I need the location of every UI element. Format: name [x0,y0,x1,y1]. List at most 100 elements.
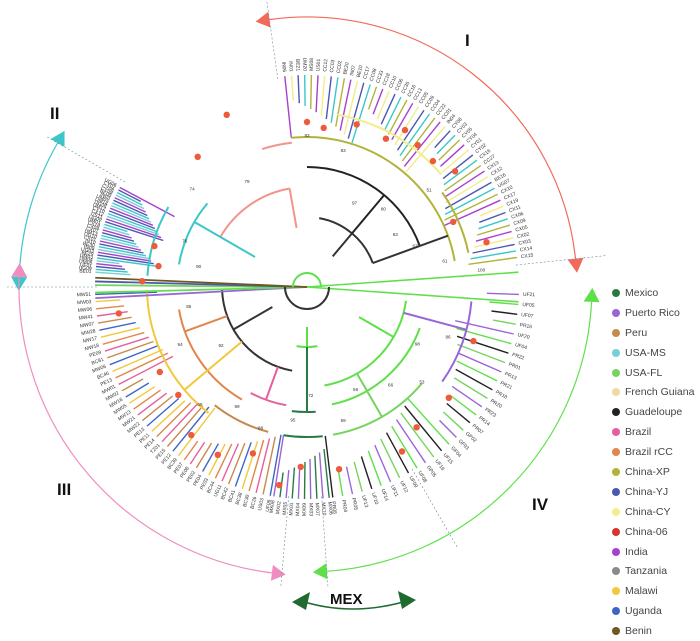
clade-separator [265,0,278,79]
terminal-branch [285,76,292,138]
terminal-branch [196,443,211,468]
terminal-branch [452,386,482,406]
mex-arrowhead-left [292,592,310,610]
highlight-dot [402,127,408,133]
legend-swatch [612,388,620,396]
internal-branch [222,290,292,371]
leaf-label: BE01 [79,268,92,275]
legend-label: USA-FL [625,367,662,379]
legend-label: Brazil rCC [625,446,673,458]
legend-swatch [612,408,620,416]
leaf-label: PR18 [494,389,508,400]
bootstrap-value: 61 [442,259,448,264]
internal-branch [373,236,448,263]
arrowhead-I-end [568,258,584,273]
terminal-branch [395,107,419,145]
legend-item: USA-MS [612,343,700,363]
highlight-dot [188,432,194,438]
leaf-label: PR04 [340,499,348,513]
internal-branch [233,307,272,330]
terminal-branch [103,333,144,345]
legend-item: China-06 [612,522,700,542]
bootstrap-value: 72 [308,393,314,398]
clade-label-IV: IV [532,495,549,514]
internal-branch [307,167,420,246]
highlight-dot [139,278,145,284]
terminal-branch [326,76,331,119]
legend-label: Puerto Rico [625,307,680,319]
highlight-dot [483,239,489,245]
legend-label: French Guiana [625,386,694,398]
legend-item: Tanzania [612,561,700,581]
highlight-dot [383,136,389,142]
leaf-label: UF04 [514,342,528,351]
legend-swatch [612,369,620,377]
leaf-label: US01 [316,58,323,71]
internal-branch [179,203,207,264]
clade-label-I: I [465,31,470,50]
legend-swatch [612,567,620,575]
terminal-branch [134,390,161,409]
leaf-label: MX10 [320,502,327,516]
terminal-branch [447,404,470,423]
clade-label-II: II [50,104,59,123]
leaf-label: MX09 [302,503,308,516]
clade-ring-arcs [7,0,605,610]
legend-swatch [612,528,620,536]
leaf-label: UF07 [521,312,534,320]
terminal-branch [450,395,476,415]
bootstrap-value: 80 [381,207,387,212]
bootstrap-value: 79 [244,179,250,184]
terminal-branch [96,272,131,275]
bootstrap-value: 85 [186,304,192,309]
internal-branch [332,328,420,404]
leaf-label: PR20 [489,398,503,410]
leaf-label: MW03 [77,299,92,306]
highlight-dot [446,395,452,401]
internal-branch [262,143,292,149]
internal-branch [284,435,323,437]
highlight-dot [195,154,201,160]
internal-branch [292,411,316,412]
terminal-branch [222,444,238,482]
leaf-label: MS08 [309,58,315,71]
bootstrap-value: 93 [304,133,310,138]
bootstrap-value: 88 [258,426,264,431]
terminal-branch [96,300,121,302]
terminal-branch [98,317,132,323]
terminal-branch [184,441,197,460]
bootstrap-value: 98 [415,342,421,347]
terminal-branch [292,76,294,101]
terminal-branch [457,353,501,372]
bootstrap-value: 97 [352,201,358,206]
bootstrap-value: 56 [353,387,359,392]
highlight-dot [321,125,327,131]
terminal-branch [369,87,377,110]
clade-label-mex: MEX [330,591,363,608]
terminal-branch [179,408,215,456]
terminal-branch [492,311,518,314]
leaf-label: UF11 [389,484,399,497]
terminal-branch [487,293,519,294]
terminal-branch [347,467,353,494]
terminal-branch [209,444,225,475]
internal-branch [359,317,394,337]
bootstrap-value: 95 [290,417,296,422]
terminal-branch [493,320,516,324]
internal-branch [220,189,289,238]
leaf-label: BE21 [294,59,301,72]
internal-branch [194,222,255,257]
highlight-dot [215,452,221,458]
legend-swatch [612,488,620,496]
terminal-branch [99,323,135,331]
legend-label: Guadeloupe [625,406,682,418]
bootstrap-value: 51 [427,188,433,193]
arrowhead-III-start [11,263,27,277]
internal-branch [290,189,297,228]
legend-label: Tanzania [625,565,667,577]
clade-arc-IV [327,302,592,571]
terminal-branch [445,177,488,203]
terminal-branch [157,403,191,437]
terminal-branch [311,75,312,109]
legend-label: China-06 [625,526,668,538]
